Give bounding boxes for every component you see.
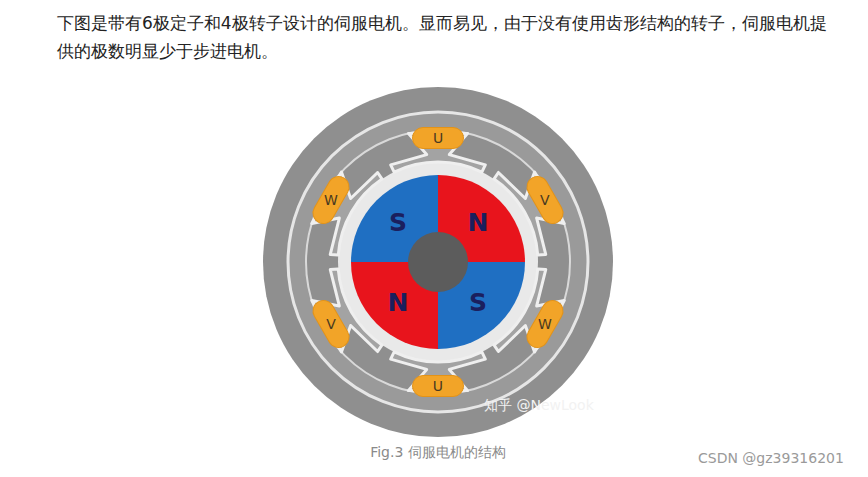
pole-fill	[438, 262, 525, 349]
stator-coil: U	[412, 127, 464, 149]
phase-label: U	[433, 379, 443, 393]
stator-yoke	[306, 130, 570, 394]
stator-coil: U	[412, 375, 464, 397]
watermark: CSDN @gz39316201	[698, 449, 844, 467]
figure-caption: Fig.3 伺服电机的结构	[370, 444, 506, 462]
phase-label: W	[324, 193, 338, 207]
phase-label: V	[541, 193, 551, 207]
pole-fill	[351, 262, 438, 349]
pole-fill	[438, 175, 525, 262]
north-pole: N	[438, 175, 525, 262]
phase-label: W	[538, 317, 552, 331]
pole-label: S	[389, 210, 407, 235]
phase-label: V	[326, 317, 336, 331]
pole-label: N	[468, 210, 489, 235]
pole-fill	[351, 175, 438, 262]
pole-label: S	[469, 290, 487, 315]
intro-paragraph: 下图是带有6极定子和4极转子设计的伺服电机。显而易见，由于没有使用齿形结构的转子…	[57, 9, 827, 65]
pole-label: N	[388, 290, 409, 315]
phase-label: U	[433, 131, 443, 145]
stator-ring	[288, 112, 588, 412]
south-pole: S	[438, 262, 525, 349]
north-pole: N	[351, 262, 438, 349]
south-pole: S	[351, 175, 438, 262]
housing	[263, 87, 613, 437]
watermark: 知乎 @NewLook	[484, 396, 594, 414]
